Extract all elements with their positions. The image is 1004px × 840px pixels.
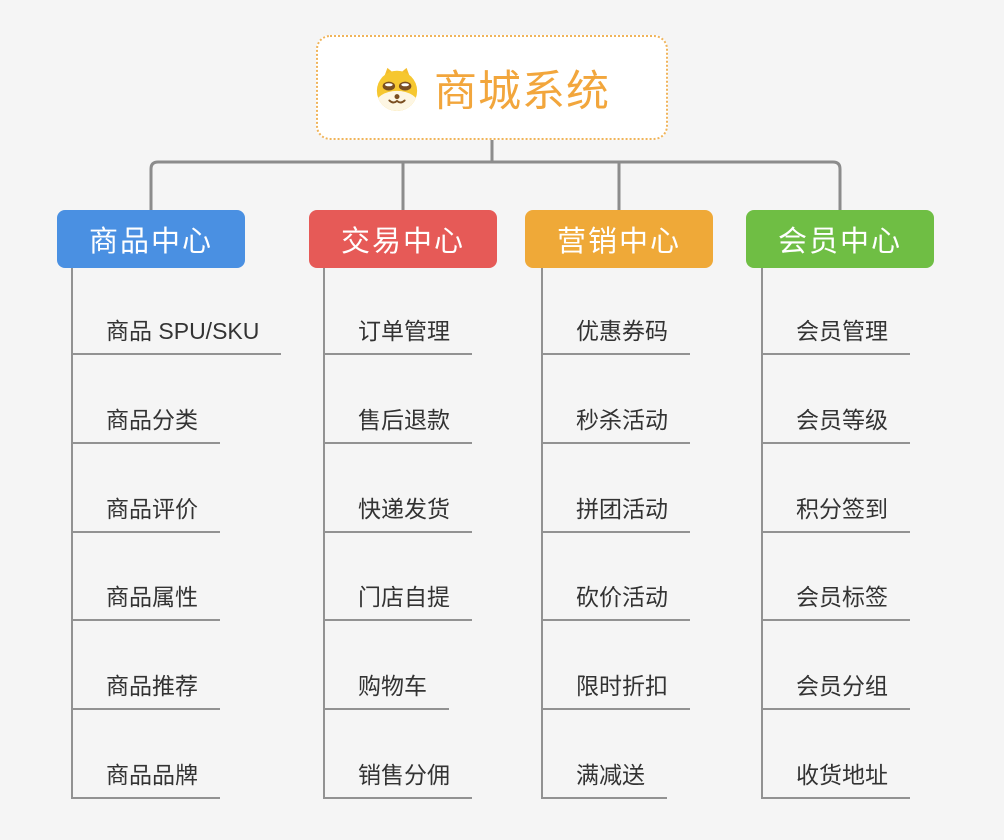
child-node[interactable]: 收货地址	[763, 756, 910, 799]
branch-node-member-center[interactable]: 会员中心	[746, 210, 934, 268]
child-node[interactable]: 销售分佣	[325, 756, 472, 799]
child-node[interactable]: 商品属性	[73, 578, 220, 621]
child-node[interactable]: 购物车	[325, 667, 449, 710]
child-node[interactable]: 订单管理	[325, 312, 472, 355]
child-node[interactable]: 会员分组	[763, 667, 910, 710]
child-node[interactable]: 商品 SPU/SKU	[73, 312, 282, 355]
child-node[interactable]: 限时折扣	[543, 667, 690, 710]
child-node[interactable]: 商品分类	[73, 401, 220, 444]
branch-rail-line	[149, 160, 842, 210]
child-node[interactable]: 砍价活动	[543, 578, 690, 621]
child-node[interactable]: 优惠券码	[543, 312, 690, 355]
branch-children-member-center: 会员管理 会员等级 积分签到 会员标签 会员分组 收货地址	[761, 268, 1004, 799]
child-node[interactable]: 积分签到	[763, 490, 910, 533]
branch-children-marketing-center: 优惠券码 秒杀活动 拼团活动 砍价活动 限时折扣 满减送	[541, 268, 793, 799]
branch-node-marketing-center[interactable]: 营销中心	[525, 210, 713, 268]
dog-face-icon	[376, 67, 418, 111]
branch-children-trade-center: 订单管理 售后退款 快递发货 门店自提 购物车 销售分佣	[323, 268, 575, 799]
child-node[interactable]: 快递发货	[325, 490, 472, 533]
child-node[interactable]: 会员等级	[763, 401, 910, 444]
root-title: 商城系统	[434, 67, 610, 116]
child-node[interactable]: 秒杀活动	[543, 401, 690, 444]
child-node[interactable]: 门店自提	[325, 578, 472, 621]
branch-label: 交易中心	[340, 226, 465, 258]
branch-label: 商品中心	[88, 226, 213, 258]
child-node[interactable]: 商品品牌	[73, 756, 220, 799]
branch-children-product-center: 商品 SPU/SKU 商品分类 商品评价 商品属性 商品推荐 商品品牌	[71, 268, 323, 799]
root-node[interactable]: 商城系统	[316, 35, 668, 140]
branch-node-product-center[interactable]: 商品中心	[57, 210, 245, 268]
branch-label: 营销中心	[556, 226, 681, 258]
branch-label: 会员中心	[777, 226, 902, 258]
child-node[interactable]: 商品评价	[73, 490, 220, 533]
child-node[interactable]: 拼团活动	[543, 490, 690, 533]
child-node[interactable]: 会员标签	[763, 578, 910, 621]
child-node[interactable]: 售后退款	[325, 401, 472, 444]
child-node[interactable]: 商品推荐	[73, 667, 220, 710]
child-node[interactable]: 满减送	[543, 756, 667, 799]
branch-node-trade-center[interactable]: 交易中心	[309, 210, 497, 268]
child-node[interactable]: 会员管理	[763, 312, 910, 355]
